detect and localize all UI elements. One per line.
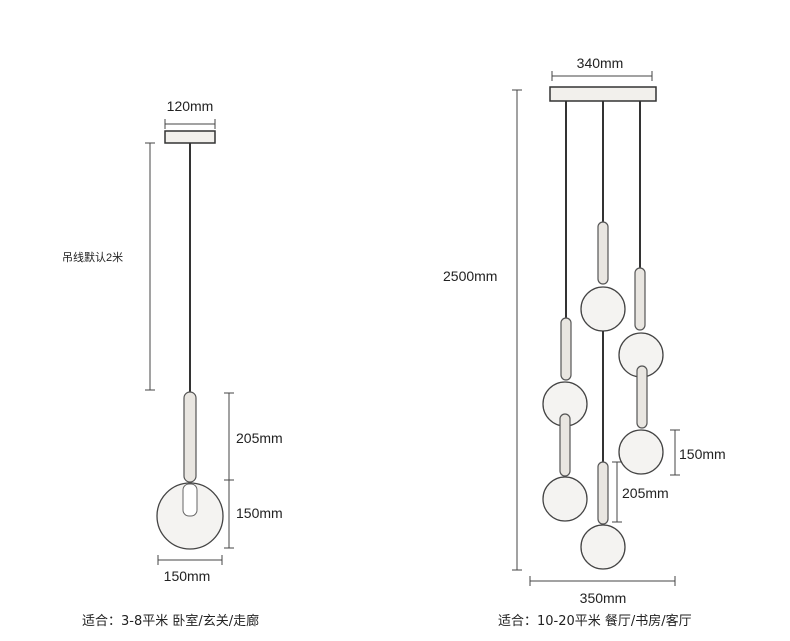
single-globe-width-dimension: 150mm (157, 555, 223, 584)
single-cord-note: 吊线默认2米 (62, 250, 123, 264)
cluster-total-height-dimension: 2500mm (443, 89, 522, 571)
cluster-canopy-dimension: 340mm (551, 55, 653, 81)
single-canopy-dimension: 120mm (164, 98, 216, 129)
single-globe-width-label: 150mm (164, 568, 211, 584)
single-caption: 适合：3-8平米 卧室/玄关/走廊 (82, 613, 259, 629)
single-globe-socket (182, 483, 198, 517)
single-canopy (164, 130, 216, 144)
single-globe-height-label: 150mm (236, 505, 283, 521)
cluster-rod (560, 317, 572, 381)
single-rod-height-label: 205mm (236, 430, 283, 446)
cluster-caption: 适合：10-20平米 餐厅/书房/客厅 (498, 613, 692, 629)
cluster-rod (634, 267, 646, 331)
cluster-rod-height-label: 205mm (622, 485, 669, 501)
single-rod (183, 391, 197, 483)
cluster-rod (559, 413, 571, 477)
cluster-globe (618, 429, 664, 475)
single-height-dimensions: 205mm 150mm (224, 392, 283, 549)
cluster-spread-width-dimension: 350mm (529, 576, 676, 606)
cluster-globe (580, 286, 626, 332)
cluster-spread-width-label: 350mm (580, 590, 627, 606)
cluster-rod (636, 365, 648, 429)
cluster-globe-height-dimension: 150mm (670, 429, 726, 476)
cluster-rod (597, 221, 609, 285)
cluster-rod-height-dimension: 205mm (612, 461, 669, 523)
single-canopy-width-label: 120mm (167, 98, 214, 114)
cluster-globe-height-label: 150mm (679, 446, 726, 462)
cluster-pendant: 340mm 2500mm (443, 55, 726, 629)
single-pendant: 120mm 吊线默认2米 205mm 150mm (62, 98, 283, 629)
cluster-canopy-width-label: 340mm (577, 55, 624, 71)
cluster-rod (597, 461, 609, 525)
cluster-globe (542, 476, 588, 522)
single-cord-dimension: 吊线默认2米 (62, 142, 155, 391)
cluster-total-height-label: 2500mm (443, 268, 497, 284)
cluster-canopy (549, 86, 657, 102)
cluster-globe (580, 524, 626, 570)
